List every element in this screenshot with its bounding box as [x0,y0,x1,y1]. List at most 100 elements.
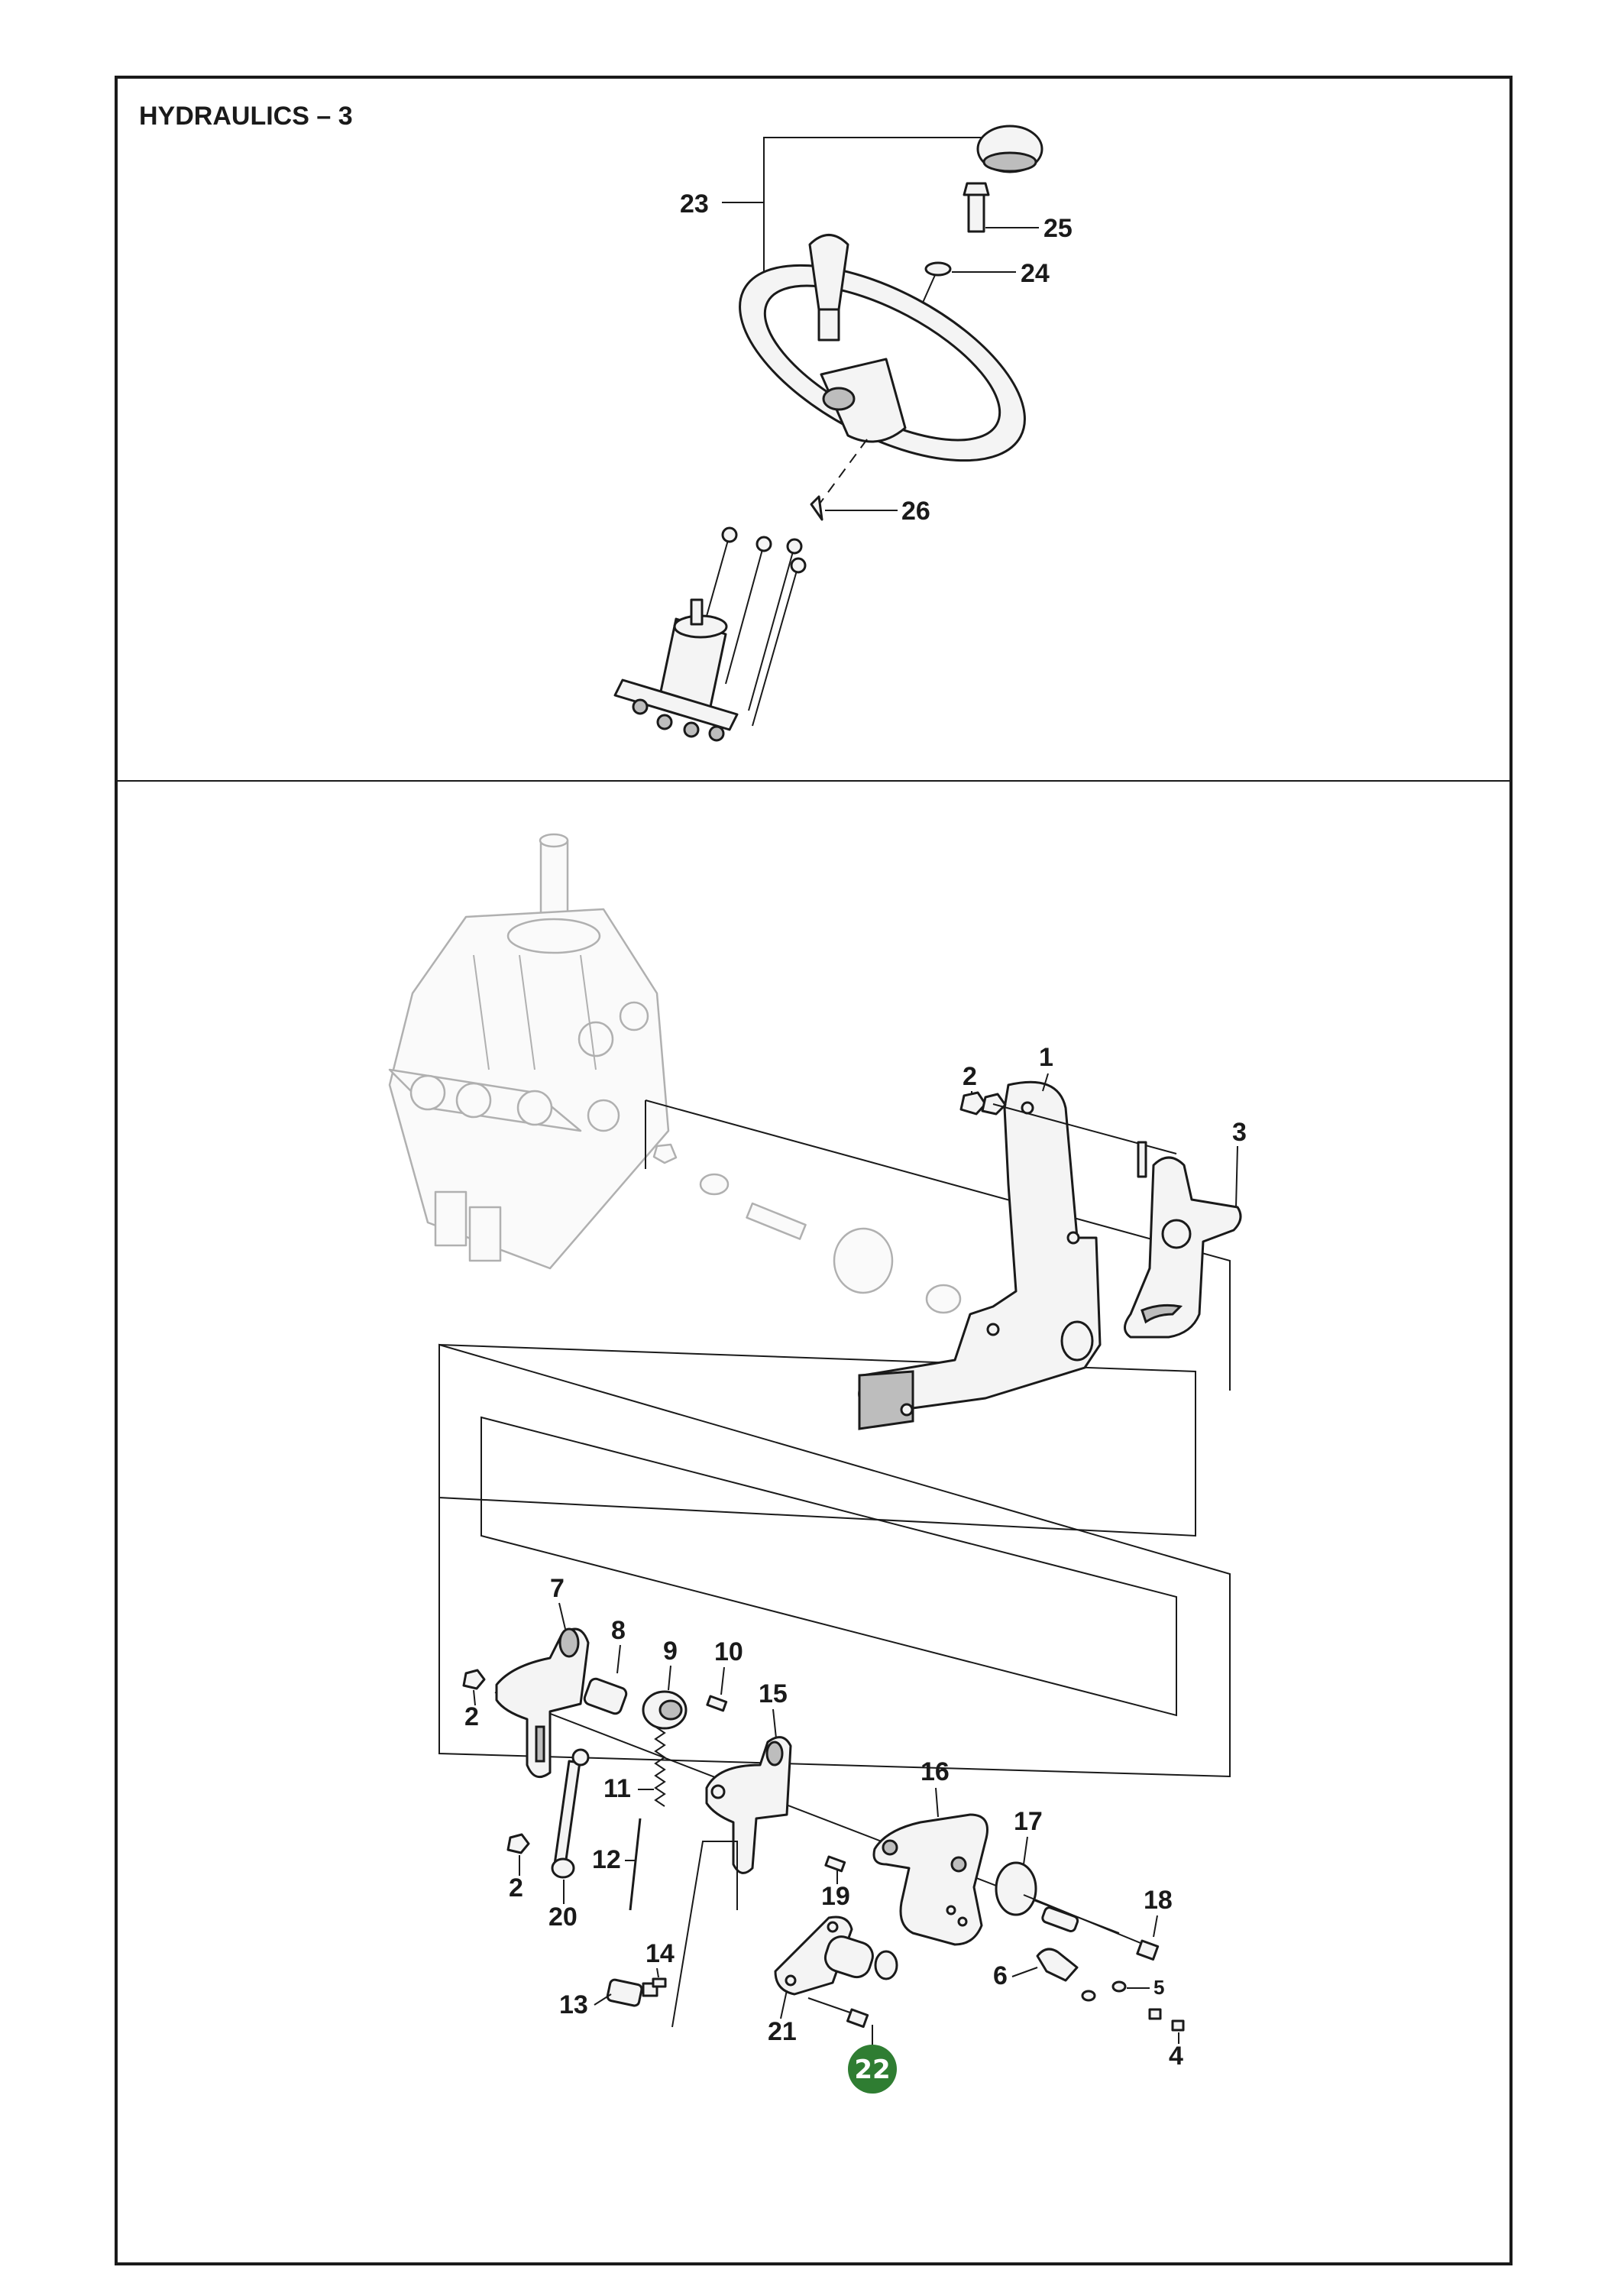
fork-bracket-line [671,1841,738,2028]
part-washer-disc [995,1861,1037,1916]
bracket-hole-pad [900,1403,914,1417]
leader-16 [935,1787,939,1818]
pivot-bracket-slot [535,1725,545,1763]
leader-9 [668,1665,671,1691]
part-link-rod [553,1760,581,1867]
callout-1: 1 [1039,1043,1053,1072]
part-arm-bracket: 15 [705,1679,792,1874]
valve-rib-1 [473,954,490,1070]
callout-2-low: 2 [509,1873,523,1903]
ghost-clip [925,1284,962,1314]
bracket-hole-low [986,1323,1000,1336]
part-pivot-bracket: 7 [495,1574,590,1779]
flange-hole-b [827,1921,839,1933]
link-rod-eye-top [571,1748,590,1767]
port-4 [708,725,725,742]
pedal-pad [858,1370,914,1430]
callout-2-mid: 2 [464,1702,479,1731]
steering-unit [613,526,807,742]
callout-26: 26 [901,497,930,526]
callout-16: 16 [921,1757,950,1786]
callout-6: 6 [993,1961,1008,1990]
bracket-hole-mid [1066,1231,1080,1245]
part-rod [629,1818,642,1911]
woodruff-key [810,495,823,521]
nut-top-a [959,1091,987,1116]
part-highlighted-bolt[interactable]: 22 [807,1997,897,2094]
valve-port-c [516,1090,553,1126]
part-lever-plate: 3 [1124,1118,1247,1339]
wheel-bolt-head [963,182,990,196]
steering-unit-base [613,678,739,731]
valve-body [388,908,670,1270]
explode-frame-1a [645,1099,1231,1391]
callout-21: 21 [768,2017,797,2046]
hydraulic-valve-ghost [388,833,962,1314]
part-fork-end [606,1978,643,2007]
valve-port-b [455,1082,492,1119]
explode-frame-2 [438,1343,1196,1537]
spinner-knob-stem [817,308,840,342]
leader-10 [720,1666,725,1695]
link-rod-eye-bottom [551,1857,575,1879]
leader-15 [772,1708,777,1739]
explode-frame-3 [480,1416,1177,1717]
port-3 [683,721,700,738]
ghost-washer [699,1173,730,1196]
flange-housing [823,1935,874,1979]
bolt-line-3 [752,565,799,727]
steering-unit-shaft [690,598,704,626]
part-flange-bearing: 21 [768,1915,898,2046]
callout-20: 20 [548,1903,578,1932]
part-cotter [652,1977,667,1988]
part-sleeve [583,1677,628,1715]
leader-21 [780,1990,788,2019]
bolt-head-3 [790,557,807,574]
bracket-bushing [1060,1320,1094,1362]
bolt-line-4 [748,546,795,711]
bolt-head-4 [786,538,803,555]
callout-25: 25 [1043,214,1073,243]
leader-2-mid [473,1689,476,1706]
leader-7 [558,1602,566,1630]
callout-12: 12 [592,1845,621,1874]
highlight-badge[interactable] [848,2045,897,2094]
bolt-head-1 [721,526,738,543]
leader-6 [1011,1967,1038,1977]
callout-4: 4 [1169,2042,1183,2071]
arm-bracket-hole [765,1741,784,1767]
valve-fitting-1 [434,1190,468,1247]
callout-24: 24 [1021,259,1050,288]
bolt-head-2 [755,536,772,552]
bracket-23 [763,137,985,321]
hub-hole [822,387,856,411]
part-bolt-19 [824,1855,846,1873]
leader-17 [1023,1836,1028,1865]
arm-bracket-body [705,1736,792,1874]
leader-13 [594,1993,612,2006]
bolt-line-2 [725,543,765,685]
main-lever-hole-c [946,1905,956,1915]
ghost-pin [746,1202,807,1240]
callout-10: 10 [714,1637,743,1666]
part-spring [654,1726,666,1807]
wheel-washer [924,261,952,277]
plate-hole-large [1161,1219,1192,1249]
leader-8 [616,1644,621,1674]
plate-slot [1141,1303,1183,1324]
main-lever-hole-d [957,1916,968,1927]
valve-collar [506,918,601,954]
valve-spindle-top [539,833,569,848]
callout-7: 7 [550,1574,565,1603]
valve-port-f [587,1099,620,1132]
leader-18 [1153,1915,1158,1938]
main-lever-body [872,1813,988,1946]
leader-14 [656,1967,659,1978]
outer-frame [115,76,1513,2265]
valve-fitting-2 [468,1206,502,1262]
valve-port-a [409,1074,446,1111]
port-1 [632,698,649,715]
flange-hole-a [785,1974,797,1987]
dashed-axis [813,439,868,513]
